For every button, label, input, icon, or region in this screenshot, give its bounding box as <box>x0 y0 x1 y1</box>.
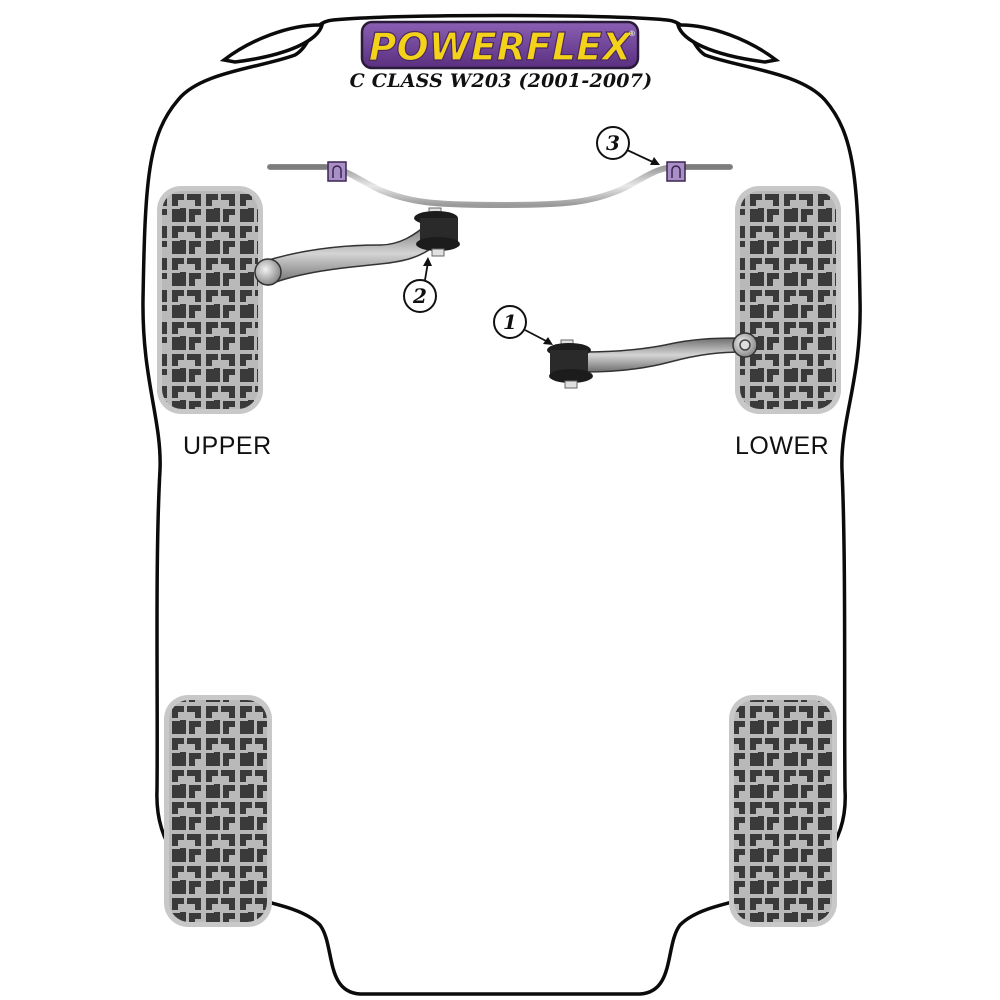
arrow-icon <box>543 337 553 345</box>
model-title: C CLASS W203 (2001-2007) <box>349 70 653 92</box>
left-mirror <box>219 23 325 64</box>
anti-roll-bar-bushing-right <box>666 161 686 182</box>
lower-control-arm <box>579 332 758 373</box>
callout-number-1: 1 <box>503 310 517 334</box>
car-body-outline <box>141 13 862 996</box>
upper-arm-ball-joint <box>254 258 282 286</box>
upper-label: UPPER <box>183 432 272 460</box>
callout-2: 2 <box>403 257 437 313</box>
registered-mark: ® <box>628 29 636 38</box>
callout-3: 3 <box>596 126 660 165</box>
arrow-icon <box>423 257 432 266</box>
upper-control-arm <box>254 220 441 287</box>
brand-name: POWERFLEX <box>369 25 633 69</box>
wheel-front-right <box>735 186 841 414</box>
lower-label: LOWER <box>735 432 830 460</box>
arrow-icon <box>650 157 660 165</box>
lower-arm-bushing <box>547 339 593 389</box>
anti-roll-bar-bushing-left <box>327 161 347 182</box>
wheel-front-left <box>157 186 263 414</box>
callout-1: 1 <box>493 305 553 345</box>
upper-arm-bushing <box>414 207 460 257</box>
wheel-rear-left <box>164 695 272 927</box>
callout-number-2: 2 <box>412 284 427 308</box>
wheel-rear-right <box>729 695 837 927</box>
callout-number-3: 3 <box>606 131 620 155</box>
powerflex-logo: POWERFLEX ® <box>360 20 640 70</box>
right-mirror <box>675 23 781 64</box>
